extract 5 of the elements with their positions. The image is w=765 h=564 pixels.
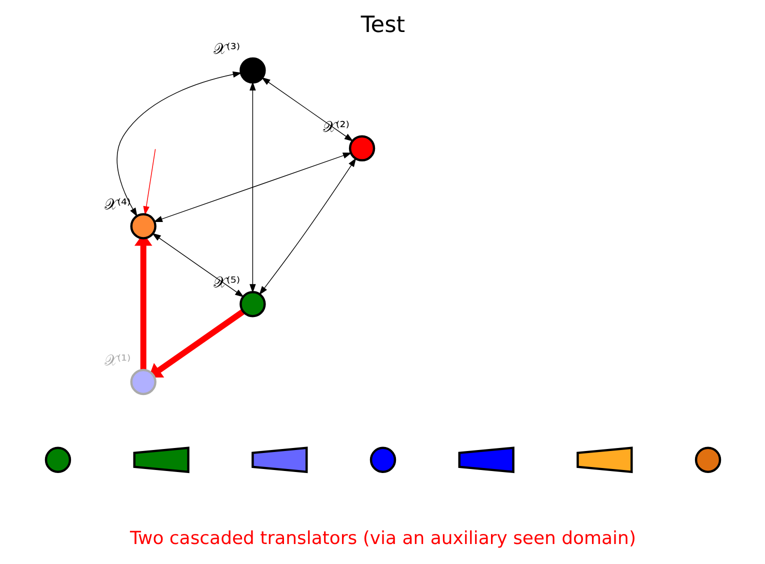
node-label: 𝒳⁽⁴⁾ <box>104 196 130 214</box>
node-label: 𝒳⁽¹⁾ <box>104 352 130 370</box>
caption: Two cascaded translators (via an auxiliary seen domain) <box>130 528 636 549</box>
diagram-title: Test <box>360 12 405 38</box>
node-label: 𝒳⁽³⁾ <box>213 40 240 58</box>
